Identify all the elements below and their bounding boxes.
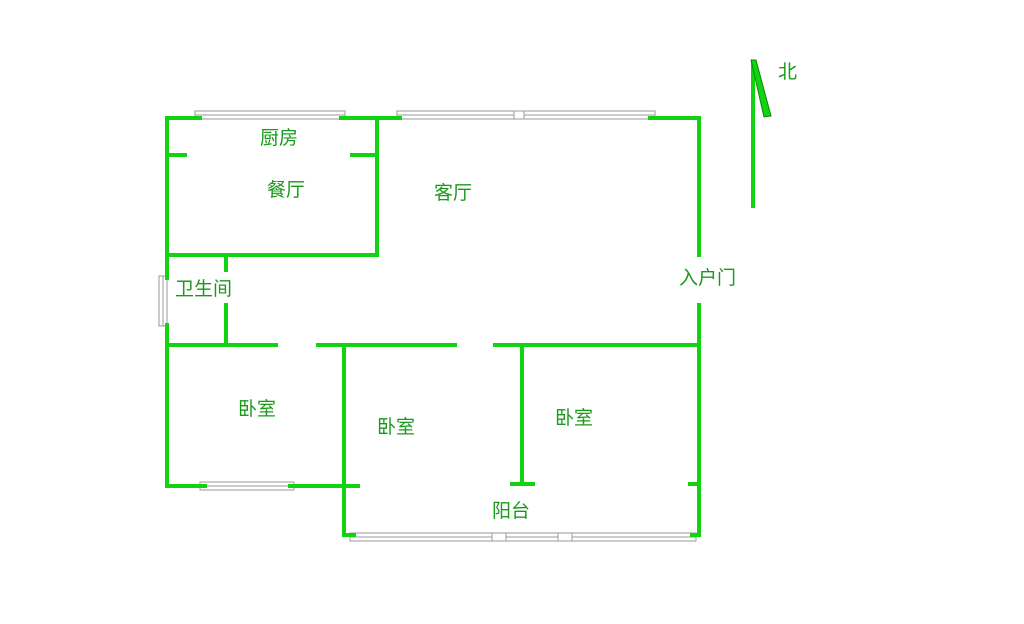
label-living: 客厅 — [434, 182, 473, 204]
walls — [165, 116, 701, 537]
compass-north-label: 北 — [778, 61, 798, 83]
window-balcony-divider-2 — [557, 532, 573, 542]
label-bedroom-middle: 卧室 — [377, 416, 416, 438]
window-living-divider — [513, 110, 525, 120]
label-balcony: 阳台 — [492, 500, 531, 522]
window-balcony-divider-1 — [491, 532, 507, 542]
windows — [158, 110, 697, 542]
label-bedroom-east: 卧室 — [555, 407, 594, 429]
compass-arrow-icon — [750, 59, 772, 118]
label-bathroom: 卫生间 — [175, 278, 233, 300]
label-kitchen: 厨房 — [260, 127, 299, 149]
compass — [750, 59, 772, 208]
label-entrance: 入户门 — [679, 267, 737, 289]
label-dining: 餐厅 — [267, 179, 306, 201]
label-bedroom-west: 卧室 — [238, 398, 277, 420]
